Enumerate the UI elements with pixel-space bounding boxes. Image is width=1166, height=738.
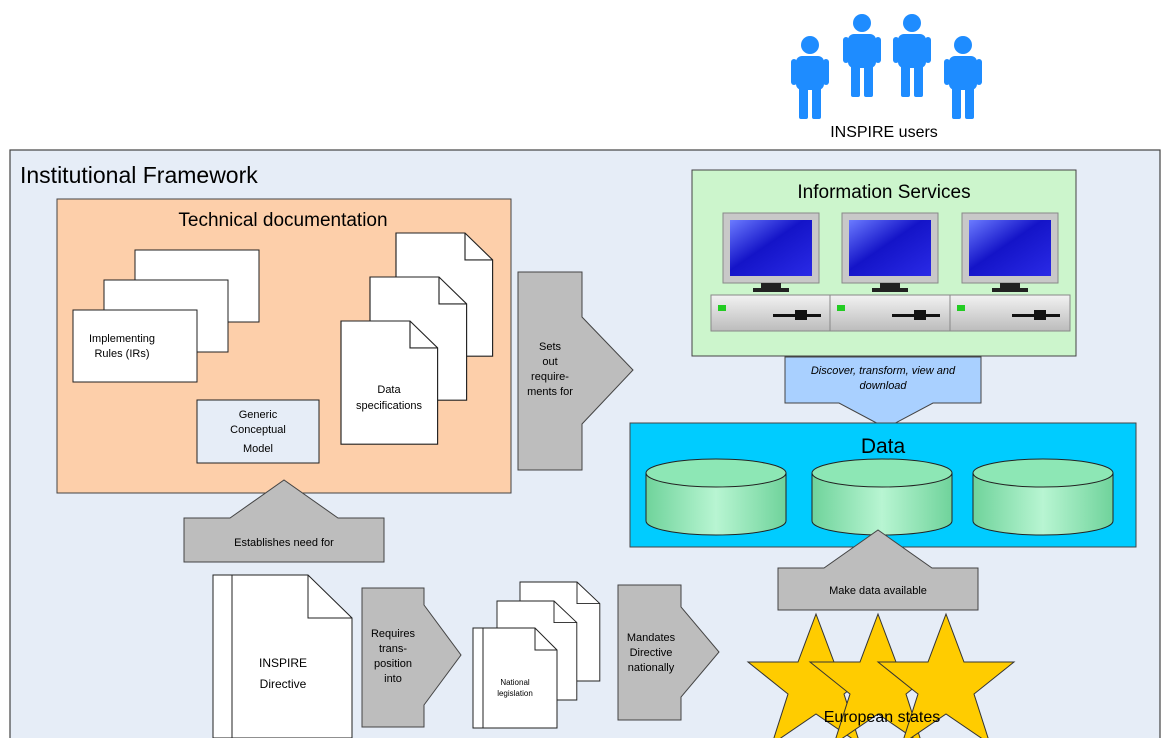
generic-model-label: Conceptual [230,424,286,436]
directive-label: INSPIRE [259,656,307,670]
make-data-available-arrow: Make data available [777,529,979,611]
requires-transposition-arrow: Requires trans- position into [361,587,462,728]
sets-out-label: Sets [539,341,562,353]
computer-icon [949,212,1071,332]
information-services-box: Information Services [691,169,1077,357]
rules-page [72,309,198,383]
data-box: Data [629,422,1137,548]
generic-model-label: Generic [239,409,278,421]
directive-label: Directive [260,677,307,691]
mandates-label: nationally [628,662,675,674]
make-available-label: Make data available [829,585,927,597]
national-legislation-documents: National legislation [472,581,601,729]
european-states: European states [747,613,1015,738]
national-legislation-label: legislation [497,689,533,698]
sets-out-label: out [542,356,557,368]
mandates-label: Mandates [627,632,676,644]
establishes-need-arrow: Establishes need for [183,479,385,563]
technical-documentation-box: Technical documentation Implementing Rul… [56,198,512,494]
sets-out-label: ments for [527,386,573,398]
technical-documentation-title: Technical documentation [178,210,387,231]
generic-conceptual-model-box [196,399,320,464]
mandates-directive-arrow: Mandates Directive nationally [617,584,720,721]
mandates-label: Directive [630,647,673,659]
requires-label: into [384,673,402,685]
data-spec-page [340,320,439,445]
requires-label: Requires [371,628,416,640]
database-icon [972,458,1114,536]
sets-out-label: require- [531,371,569,383]
user-icon [893,14,931,97]
database-icon [811,458,953,536]
discover-label: Discover, transform, view and [811,365,956,377]
discover-arrow: Discover, transform, view and download [784,356,982,429]
implementing-rules-label: Implementing [89,333,155,345]
data-specifications-label: specifications [356,400,423,412]
information-services-title: Information Services [797,182,970,203]
data-specifications-label: Data [377,384,401,396]
implementing-rules-label: Rules (IRs) [94,348,149,360]
generic-model-label: Model [243,443,273,455]
computer-icon [829,212,951,332]
european-states-label: European states [824,709,941,726]
data-title: Data [861,435,906,458]
framework-title: Institutional Framework [20,162,258,188]
establishes-label: Establishes need for [234,537,334,549]
users-label: INSPIRE users [830,124,938,141]
user-icon [843,14,881,97]
requires-label: trans- [379,643,407,655]
national-legislation-label: National [500,678,530,687]
user-icon [791,36,829,119]
database-icon [645,458,787,536]
inspire-directive-document: INSPIRE Directive [212,574,353,738]
computer-icon [710,212,832,332]
requires-label: position [374,658,412,670]
inspire-users: INSPIRE users [791,14,982,141]
discover-label: download [859,380,907,392]
user-icon [944,36,982,119]
sets-out-requirements-arrow: Sets out require- ments for [517,271,634,471]
